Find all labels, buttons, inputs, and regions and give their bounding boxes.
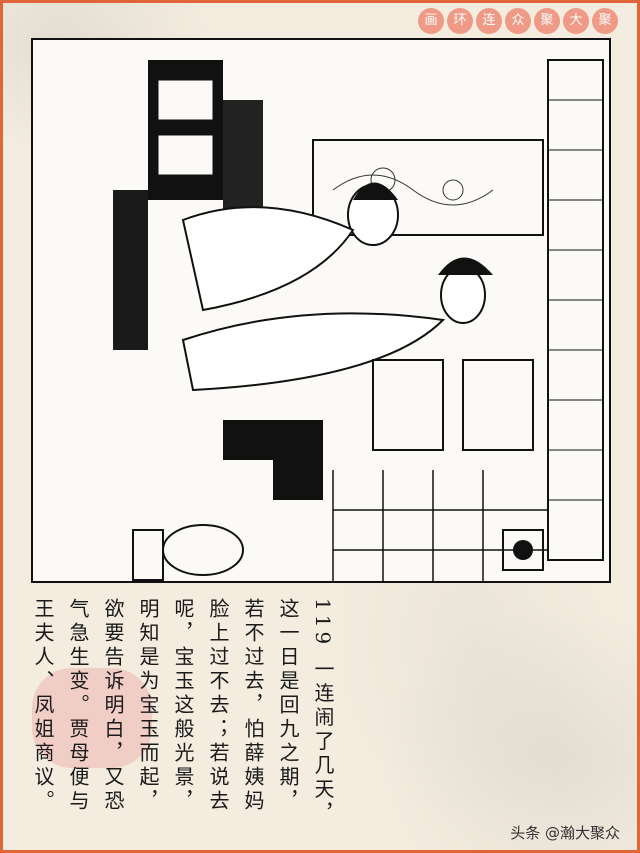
seal-char: 聚 bbox=[592, 8, 618, 34]
caption-text: 119 一连闹了几天，这一日是回九之期，若不过去，怕薛姨妈脸上过不去；若说去呢，… bbox=[31, 598, 335, 827]
series-title-seals: 画 环 连 众 聚 大 聚 bbox=[418, 8, 618, 38]
seal-char: 画 bbox=[418, 8, 444, 34]
seal-char: 众 bbox=[505, 8, 531, 34]
ink-illustration-icon bbox=[33, 40, 609, 581]
seal-char: 连 bbox=[476, 8, 502, 34]
seal-char: 环 bbox=[447, 8, 473, 34]
ink-illustration-panel bbox=[31, 38, 611, 583]
seal-char: 大 bbox=[563, 8, 589, 34]
decorative-stamp bbox=[32, 668, 152, 768]
watermark-text: 头条 @瀚大聚众 bbox=[510, 824, 620, 842]
seal-char: 聚 bbox=[534, 8, 560, 34]
